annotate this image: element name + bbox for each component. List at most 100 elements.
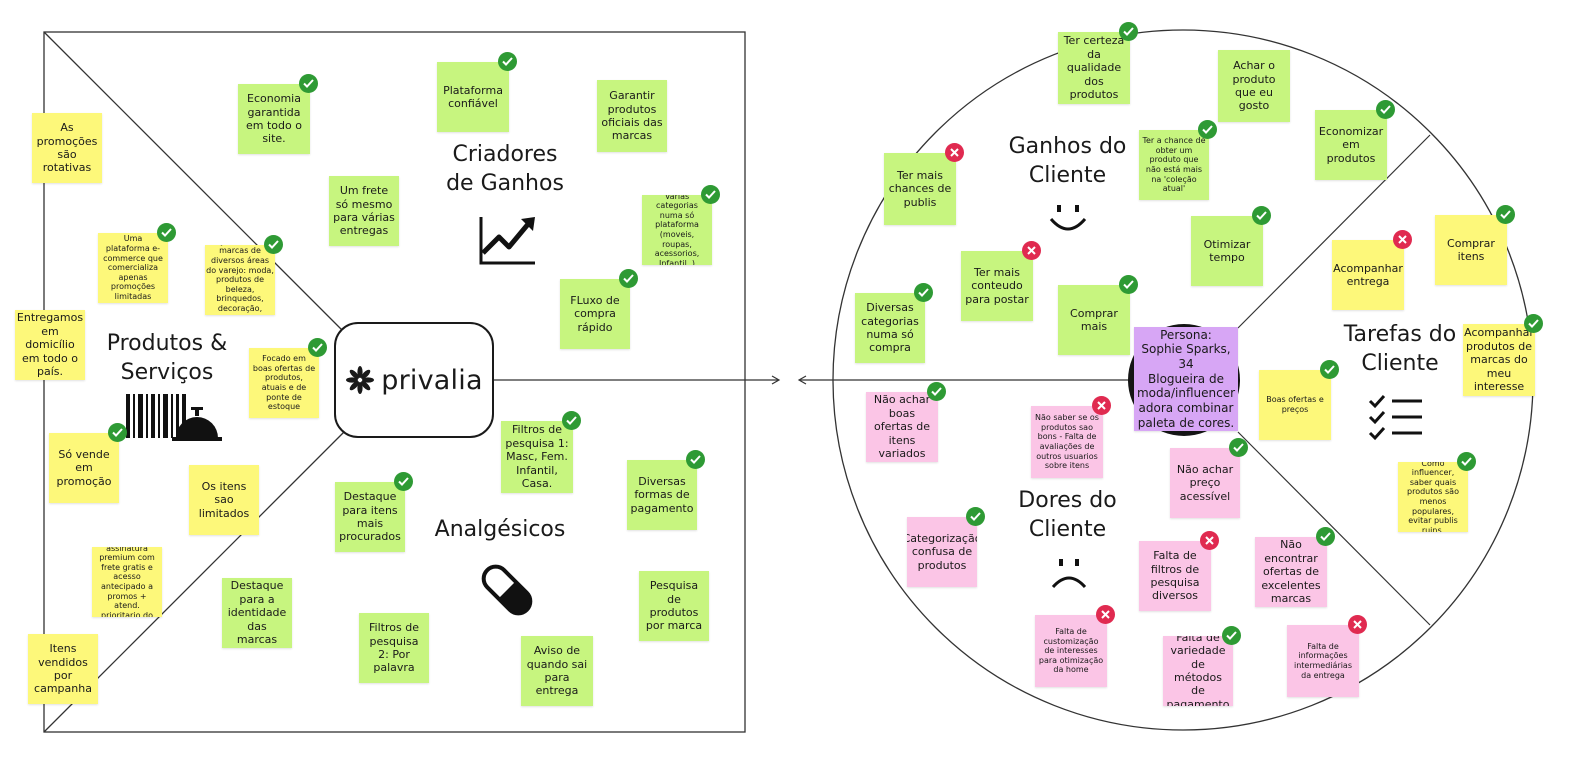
sticky-note[interactable]: FLuxo de compra rápido [560, 279, 630, 349]
sticky-note[interactable]: Os itens sao limitados [189, 465, 259, 535]
check-icon [1320, 360, 1339, 379]
heading-analgesicos: Analgésicos [434, 517, 566, 542]
sticky-note[interactable]: Como influencer, saber quais produtos sã… [1398, 462, 1468, 532]
heading-criadores-ganhos: Criadores de Ganhos [446, 142, 564, 196]
sticky-note[interactable]: Falta de informações intermediárias da e… [1287, 625, 1359, 697]
check-icon [498, 52, 517, 71]
check-icon [108, 423, 127, 442]
sticky-note[interactable]: Varias categorias numa só plataforma (mo… [642, 195, 712, 265]
sticky-note[interactable]: Ter mais chances de publis [884, 153, 956, 225]
cross-icon [1393, 230, 1412, 249]
sticky-note[interactable]: Filtros de pesquisa 2: Por palavra [359, 613, 429, 683]
sticky-note[interactable]: Ter certeza da qualidade dos produtos [1058, 32, 1130, 104]
sticky-note[interactable]: Juntamos marcas de diversos áreas do var… [205, 245, 275, 315]
sticky-note[interactable]: Destaque para itens mais procurados [335, 482, 405, 552]
privalia-logo: privalia [334, 322, 494, 438]
sticky-note[interactable]: Economizar em produtos [1315, 110, 1387, 180]
sticky-note[interactable]: Achar o produto que eu gosto [1218, 50, 1290, 122]
check-icon [966, 507, 985, 526]
check-icon [1316, 527, 1335, 546]
check-icon [1457, 452, 1476, 471]
persona-note[interactable]: Persona: Sophie Sparks, 34 Blogueira de … [1134, 327, 1238, 431]
divider-jobs-pains [1237, 431, 1431, 626]
value-map-frame [43, 31, 746, 733]
check-icon [686, 450, 705, 469]
checklist-icon [1368, 394, 1424, 446]
sticky-note[interactable]: Plataforma confiável [437, 62, 509, 132]
sticky-note[interactable]: Só vende em promoção [49, 433, 119, 503]
sticky-note[interactable]: Aviso de quando sai para entrega [521, 636, 593, 706]
check-icon [394, 472, 413, 491]
check-icon [562, 411, 581, 430]
pill-icon [475, 558, 539, 626]
sticky-note[interactable]: As promoções são rotativas [32, 113, 102, 183]
sticky-note[interactable]: Economia garantida em todo o site. [238, 84, 310, 154]
rising-chart-icon [479, 215, 537, 271]
sticky-note[interactable]: Focado em boas ofertas de produtos, atua… [249, 348, 319, 418]
heading-produtos-servicos: Produtos & Serviços [106, 331, 228, 385]
heading-dores-cliente: Dores do Cliente [1018, 488, 1117, 542]
check-icon [1222, 626, 1241, 645]
check-icon [1119, 275, 1138, 294]
divider-upper [43, 31, 349, 337]
smile-icon [1049, 203, 1087, 237]
check-icon [927, 382, 946, 401]
heading-tarefas-cliente: Tarefas do Cliente [1343, 322, 1457, 376]
check-icon [1229, 438, 1248, 457]
privalia-flower-icon [346, 366, 375, 394]
sticky-note[interactable]: Acompanhar entrega [1332, 240, 1404, 310]
check-icon [157, 223, 176, 242]
sticky-note[interactable]: Não encontrar ofertas de excelentes marc… [1255, 537, 1327, 607]
sticky-note[interactable]: Acompanhar produtos de marcas do meu int… [1463, 324, 1535, 396]
check-icon [299, 74, 318, 93]
cross-icon [1092, 396, 1111, 415]
check-icon [1376, 100, 1395, 119]
sticky-note[interactable]: Não saber se os produtos sao bons - Falt… [1031, 406, 1103, 478]
sticky-note[interactable]: Venda de assinatura premium com frete gr… [92, 547, 162, 617]
sticky-note[interactable]: Ter a chance de obter um produto que não… [1139, 130, 1209, 200]
sticky-note[interactable]: Uma plataforma e-commerce que comerciali… [98, 233, 168, 303]
sticky-note[interactable]: Pesquisa de produtos por marca [639, 571, 709, 641]
check-icon [1252, 206, 1271, 225]
sticky-note[interactable]: Boas ofertas e preços [1259, 370, 1331, 440]
sticky-note[interactable]: Diversas formas de pagamento [627, 460, 697, 530]
divider-gains-jobs [1237, 134, 1431, 329]
sad-face-icon [1051, 557, 1087, 593]
check-icon [701, 185, 720, 204]
sticky-note[interactable]: Otimizar tempo [1191, 216, 1263, 286]
sticky-note[interactable]: Diversas categorias numa só compra [855, 293, 925, 363]
check-icon [914, 283, 933, 302]
sticky-note[interactable]: Garantir produtos oficiais das marcas [597, 80, 667, 152]
sticky-note[interactable]: Comprar mais [1058, 285, 1130, 355]
sticky-note[interactable]: Um frete só mesmo para várias entregas [329, 176, 399, 246]
arrow-right [771, 375, 781, 385]
check-icon [308, 338, 327, 357]
sticky-note[interactable]: Filtros de pesquisa 1: Masc, Fem. Infant… [501, 421, 573, 493]
check-icon [264, 235, 283, 254]
cross-icon [1096, 605, 1115, 624]
heading-ganhos-cliente: Ganhos do Cliente [1008, 134, 1127, 188]
cross-icon [1348, 615, 1367, 634]
arrow-left [797, 375, 807, 385]
logo-text: privalia [381, 364, 483, 396]
sticky-note[interactable]: Categorização confusa de produtos [907, 517, 977, 587]
cross-icon [945, 143, 964, 162]
check-icon [1524, 314, 1543, 333]
sticky-note[interactable]: Falta de customização de interesses para… [1035, 615, 1107, 687]
barcode-bell-icon [126, 392, 222, 446]
sticky-note[interactable]: Entregamos em domicílio em todo o país. [15, 310, 85, 380]
sticky-note[interactable]: Falta de variedade de métodos de pagamen… [1163, 636, 1233, 706]
sticky-note[interactable]: Comprar itens [1435, 215, 1507, 285]
check-icon [1496, 205, 1515, 224]
check-icon [619, 269, 638, 288]
sticky-note[interactable]: Falta de filtros de pesquisa diversos [1139, 541, 1211, 611]
sticky-note[interactable]: Não achar boas ofertas de itens variados [866, 392, 938, 462]
cross-icon [1200, 531, 1219, 550]
check-icon [1198, 120, 1217, 139]
cross-icon [1022, 241, 1041, 260]
sticky-note[interactable]: Itens vendidos por campanha [28, 634, 98, 704]
sticky-note[interactable]: Destaque para a identidade das marcas [222, 578, 292, 648]
check-icon [1119, 22, 1138, 41]
sticky-note[interactable]: Não achar preço acessível [1170, 448, 1240, 518]
sticky-note[interactable]: Ter mais conteudo para postar [961, 251, 1033, 321]
